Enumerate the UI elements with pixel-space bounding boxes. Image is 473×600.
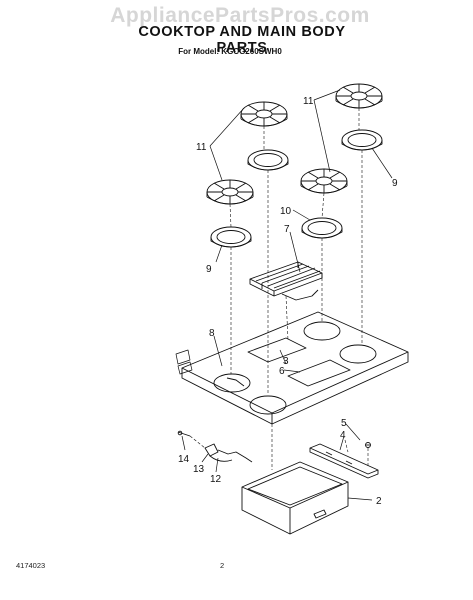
grill-element: [249, 261, 323, 301]
burner-grate-rear-right: [335, 83, 383, 109]
burner-box: [241, 461, 349, 535]
igniter-wire: [177, 430, 253, 463]
screw: [365, 442, 371, 448]
watermark: AppliancePartsPros.com: [110, 4, 370, 27]
burner-ring-front-left: [210, 226, 252, 248]
burner-grate-front-left: [206, 179, 254, 205]
callout-4: 4: [340, 430, 346, 441]
callout-5: 5: [341, 418, 347, 429]
alignment-lines: [189, 108, 369, 470]
callout-11-left: 11: [196, 142, 207, 153]
callout-10: 10: [280, 206, 292, 217]
page-title: COOKTOP AND MAIN BODY PARTS: [138, 24, 346, 56]
callout-6: 6: [279, 366, 285, 377]
burner-grate-front-right: [300, 168, 348, 194]
callout-7: 7: [284, 224, 290, 235]
callout-8: 8: [209, 328, 215, 339]
page-number: 2: [220, 561, 225, 570]
document-number: 4174023: [16, 561, 46, 570]
callout-12: 12: [210, 474, 222, 485]
callout-11-right: 11: [303, 96, 314, 107]
burner-grate-rear-left: [240, 101, 288, 127]
burner-ring-rear-right: [341, 129, 383, 151]
callout-9-left: 9: [206, 264, 212, 275]
callout-3: 3: [283, 356, 289, 367]
model-line: For Model: KGCG260SWH0: [178, 47, 282, 56]
leader-lines: [181, 89, 393, 501]
cooktop-main-body: [181, 311, 409, 425]
burner-ring-rear-left: [247, 149, 289, 171]
support-bar: [309, 443, 379, 479]
burner-ring-front-right: [301, 217, 343, 239]
callout-2: 2: [376, 496, 382, 507]
callout-13: 13: [193, 464, 205, 475]
callout-14: 14: [178, 454, 190, 465]
control-decal: [175, 349, 193, 375]
callout-9-right: 9: [392, 178, 398, 189]
